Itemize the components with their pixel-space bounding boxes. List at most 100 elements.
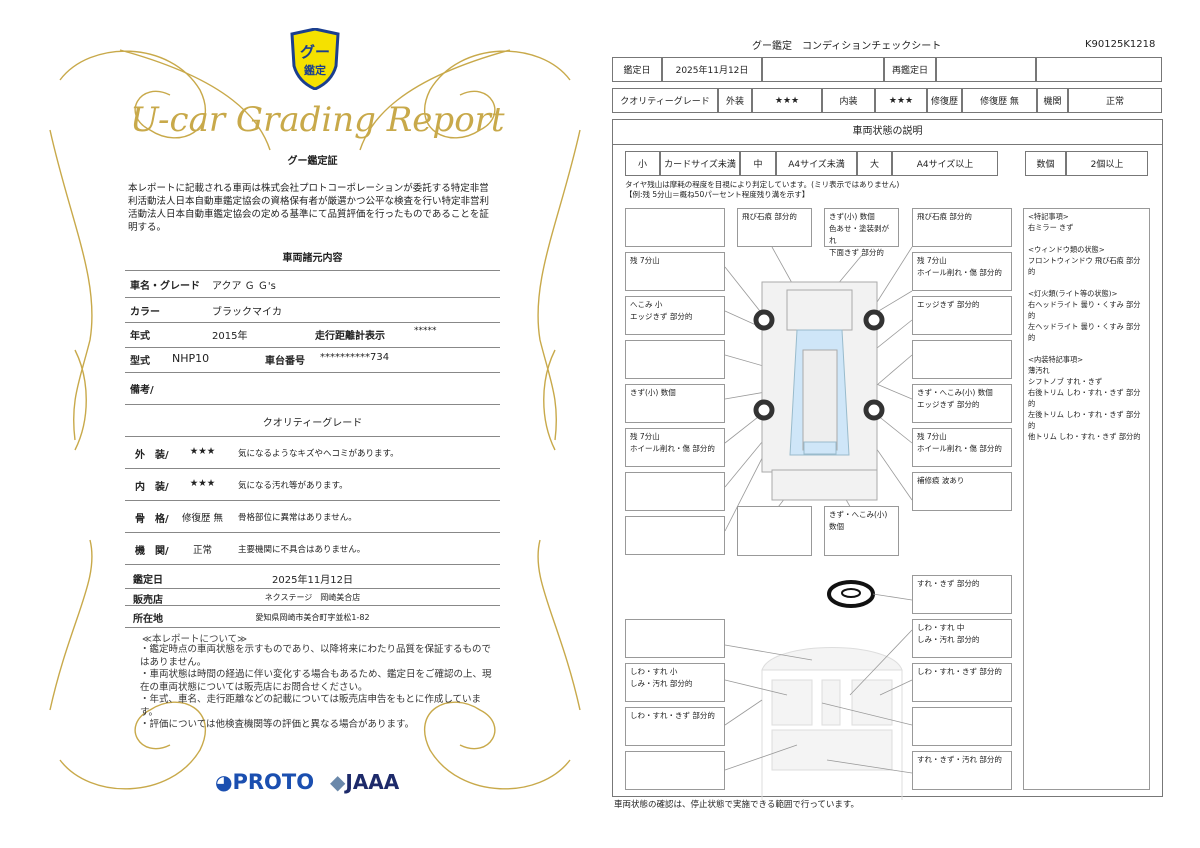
interior-condition-box: しわ・すれ・きず 部分的 xyxy=(625,707,725,746)
odometer-value: ***** xyxy=(414,326,437,336)
exterior-condition-box: 残 7分山 ホイール削れ・傷 部分的 xyxy=(912,252,1012,291)
report-title: U-car Grading Report xyxy=(130,100,505,140)
grade-description: 主要機関に不具合はありません。 xyxy=(238,545,366,555)
name-label: 車名・グレード xyxy=(130,281,200,292)
grade-cell: ★★★ xyxy=(752,88,822,113)
chassis-number: **********734 xyxy=(320,352,390,363)
divider xyxy=(125,500,500,501)
grade-cell: ★★★ xyxy=(875,88,927,113)
interior-condition-box: しわ・すれ 中 しみ・汚れ 部分的 xyxy=(912,619,1012,658)
exterior-condition-box: 残 7分山 ホイール削れ・傷 部分的 xyxy=(912,428,1012,467)
note-item: ・車両状態は時間の経過に伴い変化する場合もあるため、鑑定日をご確認の上、現在の車… xyxy=(140,669,492,693)
svg-text:鑑定: 鑑定 xyxy=(304,63,326,77)
header-cell: 鑑定日 xyxy=(612,57,662,82)
grade-value: 正常 xyxy=(192,545,212,556)
grade-cell: クオリティーグレード xyxy=(612,88,718,113)
certificate-heading: グー鑑定証 xyxy=(287,156,338,167)
grade-cell: 正常 xyxy=(1068,88,1162,113)
dealer-label: 販売店 xyxy=(133,595,163,606)
vehicle-year: 2015年 xyxy=(212,331,248,342)
note-item: ・年式、車名、走行距離などの記載については販売店申告をもとに作成しています。 xyxy=(140,694,482,718)
size-legend-cell: カードサイズ未満 xyxy=(660,151,740,176)
vehicle-diagram xyxy=(724,246,913,800)
specs-heading: 車両諸元内容 xyxy=(282,253,343,264)
exterior-condition-box: きず(小) 数個 xyxy=(625,384,725,423)
appraisal-date: 2025年11月12日 xyxy=(272,575,353,586)
note-item: ・評価については他検査機関等の評価と異なる場合があります。 xyxy=(140,719,415,730)
model-code: NHP10 xyxy=(172,352,210,365)
interior-condition-box: すれ・きず・汚れ 部分的 xyxy=(912,751,1012,790)
dealer-address: 愛知県岡崎市美合町字並松1-82 xyxy=(255,613,370,622)
divider xyxy=(125,468,500,469)
sheet-title: グー鑑定 コンディションチェックシート xyxy=(752,41,942,52)
tire-note-2: 【例:残 5分山＝概ね50パーセント程度残り溝を示す】 xyxy=(625,190,810,199)
section-title: 車両状態の説明 xyxy=(612,119,1163,145)
exterior-condition-box: 飛び石痕 部分的 xyxy=(737,208,812,247)
header-cell xyxy=(762,57,884,82)
count-legend-cell: 数個 xyxy=(1025,151,1066,176)
header-cell xyxy=(1036,57,1162,82)
grade-cell: 内装 xyxy=(822,88,875,113)
odometer-label: 走行距離計表示 xyxy=(315,331,385,342)
year-label: 年式 xyxy=(130,331,150,342)
grade-label: 機 関/ xyxy=(135,546,169,557)
exterior-condition-box xyxy=(912,340,1012,379)
chassis-label: 車台番号 xyxy=(265,356,305,367)
grade-description: 気になるようなキズやヘコミがあります。 xyxy=(238,449,399,459)
exterior-condition-box xyxy=(737,506,812,556)
grade-value: ★★★ xyxy=(189,446,216,457)
exterior-condition-box: 補修痕 波あり xyxy=(912,472,1012,511)
size-legend-cell: A4サイズ以上 xyxy=(892,151,998,176)
appraisal-date-label: 鑑定日 xyxy=(133,575,163,586)
exterior-condition-box: きず(小) 数個 色あせ・塗装剥がれ 下面きず 部分的 xyxy=(824,208,899,257)
certificate-statement: 本レポートに記載される車両は株式会社プロトコーポレーションが委託する特定非営利活… xyxy=(128,183,490,233)
grade-value: 修復歴 無 xyxy=(181,513,224,524)
vehicle-name: アクア Ｇ Ｇ's xyxy=(212,281,276,292)
exterior-condition-box xyxy=(625,208,725,247)
sheet-footer: 車両状態の確認は、停止状態で実施できる範囲で行っています。 xyxy=(614,800,860,810)
exterior-condition-box xyxy=(625,340,725,379)
size-legend-cell: 小 xyxy=(625,151,660,176)
size-legend-cell: 大 xyxy=(857,151,892,176)
model-label: 型式 xyxy=(130,356,150,367)
size-legend-cell: 中 xyxy=(740,151,776,176)
exterior-condition-box xyxy=(625,472,725,511)
interior-condition-box xyxy=(912,707,1012,746)
dealer-name: ネクステージ 岡崎美合店 xyxy=(264,593,361,602)
count-legend-cell: 2個以上 xyxy=(1066,151,1148,176)
interior-condition-box: しわ・すれ・きず 部分的 xyxy=(912,663,1012,702)
exterior-condition-box: 残 7分山 xyxy=(625,252,725,291)
vehicle-color: ブラックマイカ xyxy=(212,307,282,318)
interior-condition-box xyxy=(625,619,725,658)
interior-condition-box xyxy=(625,751,725,790)
exterior-condition-box xyxy=(625,516,725,555)
steering-wheel-icon xyxy=(827,580,875,608)
grade-cell: 機関 xyxy=(1037,88,1068,113)
grade-cell: 修復歴 xyxy=(927,88,962,113)
proto-logo: ◕PROTO xyxy=(215,770,315,794)
grade-label: 骨 格/ xyxy=(135,514,169,525)
grade-value: ★★★ xyxy=(189,478,216,489)
interior-condition-box: しわ・すれ 小 しみ・汚れ 部分的 xyxy=(625,663,725,702)
note-item: ・鑑定時点の車両状態を示すものであり、以降将来にわたり品質を保証するものではあり… xyxy=(140,644,492,668)
grade-label: 外 装/ xyxy=(135,450,169,461)
exterior-condition-box: へこみ 小 エッジきず 部分的 xyxy=(625,296,725,335)
size-legend-cell: A4サイズ未満 xyxy=(776,151,857,176)
jaaa-logo: ◆JAAA xyxy=(330,770,400,794)
exterior-condition-box: エッジきず 部分的 xyxy=(912,296,1012,335)
goo-kantei-logo: グー 鑑定 xyxy=(288,27,342,91)
remarks-label: 備考/ xyxy=(130,385,154,396)
gold-ornament-border xyxy=(49,49,581,790)
interior-condition-box: すれ・きず 部分的 xyxy=(912,575,1012,614)
divider xyxy=(125,532,500,533)
grade-cell: 修復歴 無 xyxy=(962,88,1037,113)
color-label: カラー xyxy=(130,307,160,318)
sheet-id: K90125K1218 xyxy=(1085,39,1156,50)
header-cell xyxy=(936,57,1036,82)
grade-description: 気になる汚れ等があります。 xyxy=(238,481,348,491)
special-notes: <特記事項> 右ミラー きず <ウィンドウ類の状態> フロントウィンドウ 飛び石… xyxy=(1023,208,1150,790)
grade-heading: クオリティーグレード xyxy=(262,418,363,429)
header-cell: 再鑑定日 xyxy=(884,57,936,82)
address-label: 所在地 xyxy=(133,614,163,625)
tire-note-1: タイヤ残山は摩耗の程度を目視により判定しています。(ミリ表示ではありません) xyxy=(625,180,900,189)
